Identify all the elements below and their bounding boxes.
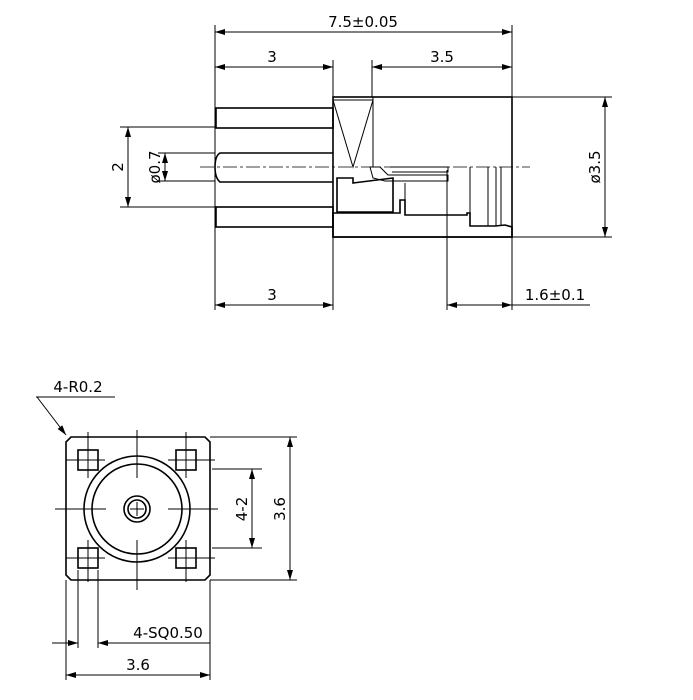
dim-body-front: 3.5	[430, 48, 454, 66]
center-pin	[127, 499, 147, 519]
dim-height: 3.6	[271, 497, 289, 521]
dimension-lines	[125, 29, 608, 308]
center-ring	[123, 495, 151, 523]
bottom-dimension-lines	[36, 396, 297, 680]
dim-pin-length-bottom: 3	[267, 286, 277, 304]
dim-pin-length-top: 3	[267, 48, 277, 66]
dim-flange: 1.6±0.1	[525, 286, 585, 304]
extension-lines	[120, 25, 612, 310]
dim-overall-length: 7.5±0.05	[328, 13, 398, 31]
footprint-outline	[65, 436, 211, 581]
side-view: 7.5±0.05 3 3.5 3 1.6±0.1 2 ø0.7 ø3.5	[109, 13, 612, 310]
dim-width: 3.6	[126, 656, 150, 674]
bottom-view: 4-R0.2 4-2 3.6 4-SQ0.50 3.6	[36, 378, 297, 680]
pins	[214, 107, 334, 228]
dim-corner-radius: 4-R0.2	[53, 378, 102, 396]
dim-body-diameter: ø3.5	[586, 150, 604, 183]
dim-pad-pitch: 4-2	[233, 497, 251, 522]
pad-centerlines	[55, 430, 218, 590]
dim-pad-size: 4-SQ0.50	[133, 624, 203, 642]
dim-pin-pitch: 2	[109, 162, 127, 172]
dim-pin-diameter: ø0.7	[146, 150, 164, 183]
